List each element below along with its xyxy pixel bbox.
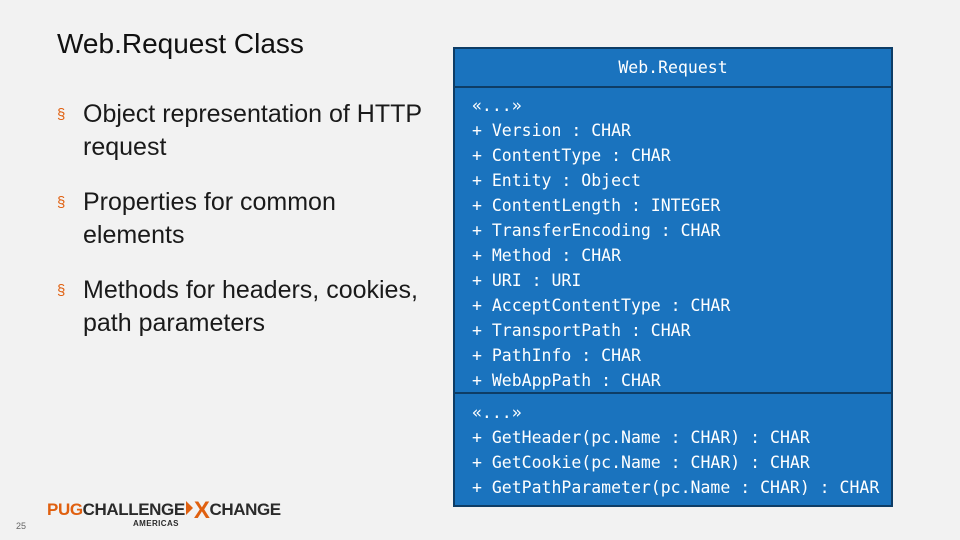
uml-property: + Version : CHAR — [472, 121, 631, 140]
bullet-list: § Object representation of HTTP request … — [57, 98, 427, 362]
bullet-marker-icon: § — [57, 282, 66, 299]
uml-property: + PathInfo : CHAR — [472, 346, 641, 365]
uml-methods-stereotype: «...» — [472, 403, 522, 422]
bullet-text: Methods for headers, cookies, path param… — [83, 276, 418, 337]
bullet-item: § Object representation of HTTP request — [57, 98, 427, 164]
bullet-item: § Properties for common elements — [57, 186, 427, 252]
logo-subtitle: AMERICAS — [133, 519, 179, 528]
pug-challenge-logo: PUGCHALLENGE XCHANGE AMERICAS — [47, 499, 307, 531]
uml-property: + ContentLength : INTEGER — [472, 196, 721, 215]
logo-x: X — [193, 497, 210, 524]
logo-exchange: CHANGE — [209, 500, 281, 519]
uml-method: + GetHeader(pc.Name : CHAR) : CHAR — [472, 428, 810, 447]
bullet-marker-icon: § — [57, 194, 66, 211]
uml-property: + ContentType : CHAR — [472, 146, 671, 165]
bullet-marker-icon: § — [57, 106, 66, 123]
bullet-item: § Methods for headers, cookies, path par… — [57, 274, 427, 340]
uml-class-diagram: Web.Request «...» + Version : CHAR + Con… — [453, 47, 893, 507]
uml-property: + Entity : Object — [472, 171, 641, 190]
bullet-text: Object representation of HTTP request — [83, 100, 422, 161]
logo-pug: PUG — [47, 500, 83, 519]
uml-property: + AcceptContentType : CHAR — [472, 296, 731, 315]
uml-methods-section: «...» + GetHeader(pc.Name : CHAR) : CHAR… — [455, 394, 891, 500]
uml-property: + URI : URI — [472, 271, 582, 290]
bullet-text: Properties for common elements — [83, 188, 336, 249]
logo-challenge: CHALLENGE — [82, 500, 186, 519]
uml-property: + WebAppPath : CHAR — [472, 371, 661, 390]
page-number: 25 — [16, 521, 27, 531]
uml-properties-stereotype: «...» — [472, 96, 522, 115]
uml-property: + TransferEncoding : CHAR — [472, 221, 721, 240]
uml-class-name: Web.Request — [455, 49, 891, 88]
uml-property: + TransportPath : CHAR — [472, 321, 691, 340]
logo-arrow-icon — [185, 501, 193, 515]
uml-property: + Method : CHAR — [472, 246, 622, 265]
logo-wordmark: PUGCHALLENGE XCHANGE — [47, 497, 281, 524]
uml-properties-section: «...» + Version : CHAR + ContentType : C… — [455, 88, 891, 394]
uml-method: + GetPathParameter(pc.Name : CHAR) : CHA… — [472, 478, 880, 497]
uml-method: + GetCookie(pc.Name : CHAR) : CHAR — [472, 453, 810, 472]
slide-title: Web.Request Class — [57, 28, 304, 59]
